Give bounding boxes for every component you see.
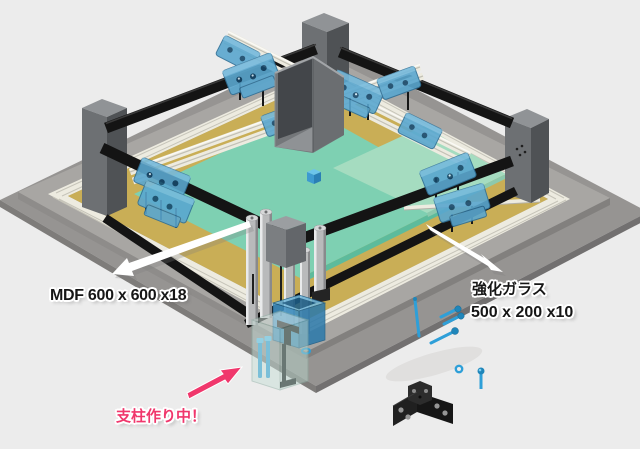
frame-beam-front-left-lower (102, 214, 255, 320)
bolt-part (477, 367, 485, 389)
tool-head-hopper (274, 55, 345, 153)
glass-label-line2: 500 x 200 x10 (471, 304, 574, 321)
pillar-right (505, 109, 549, 203)
pillar-status-label: 支柱作り中！ (116, 408, 207, 425)
pillar-assembly (245, 208, 330, 391)
gantry-carriage (137, 180, 195, 228)
glass-arrow-icon (426, 224, 506, 276)
gantry-carriage (433, 182, 491, 227)
glass-enclosure (250, 310, 310, 391)
glass-label-line1: 強化ガラス (472, 281, 547, 298)
screw-part (429, 327, 459, 345)
gantry-carriage (419, 152, 477, 196)
pillar-left (82, 99, 127, 216)
loose-parts (385, 297, 485, 426)
frame-beam-back-right (337, 46, 515, 129)
washer-part (454, 364, 464, 374)
gantry-carriage (222, 52, 280, 99)
work-cube (307, 169, 321, 184)
pillar-screw-marks (515, 144, 527, 157)
corner-bracket-part (392, 381, 453, 426)
screw-part (442, 312, 465, 326)
mounting-block (266, 216, 306, 268)
pillar-arrow-icon (186, 366, 244, 400)
threaded-rod-part (413, 297, 421, 338)
frame-beam-front-left-upper (99, 143, 293, 242)
parts-shadow (385, 346, 483, 382)
mdf-arrow-icon (112, 221, 254, 280)
mdf-label: MDF 600 x 600 x18 (50, 287, 187, 304)
screw-part (439, 305, 462, 319)
corner-bracket-part (312, 288, 330, 304)
gantry-carriage (376, 65, 422, 100)
gantry-carriage (397, 112, 443, 150)
